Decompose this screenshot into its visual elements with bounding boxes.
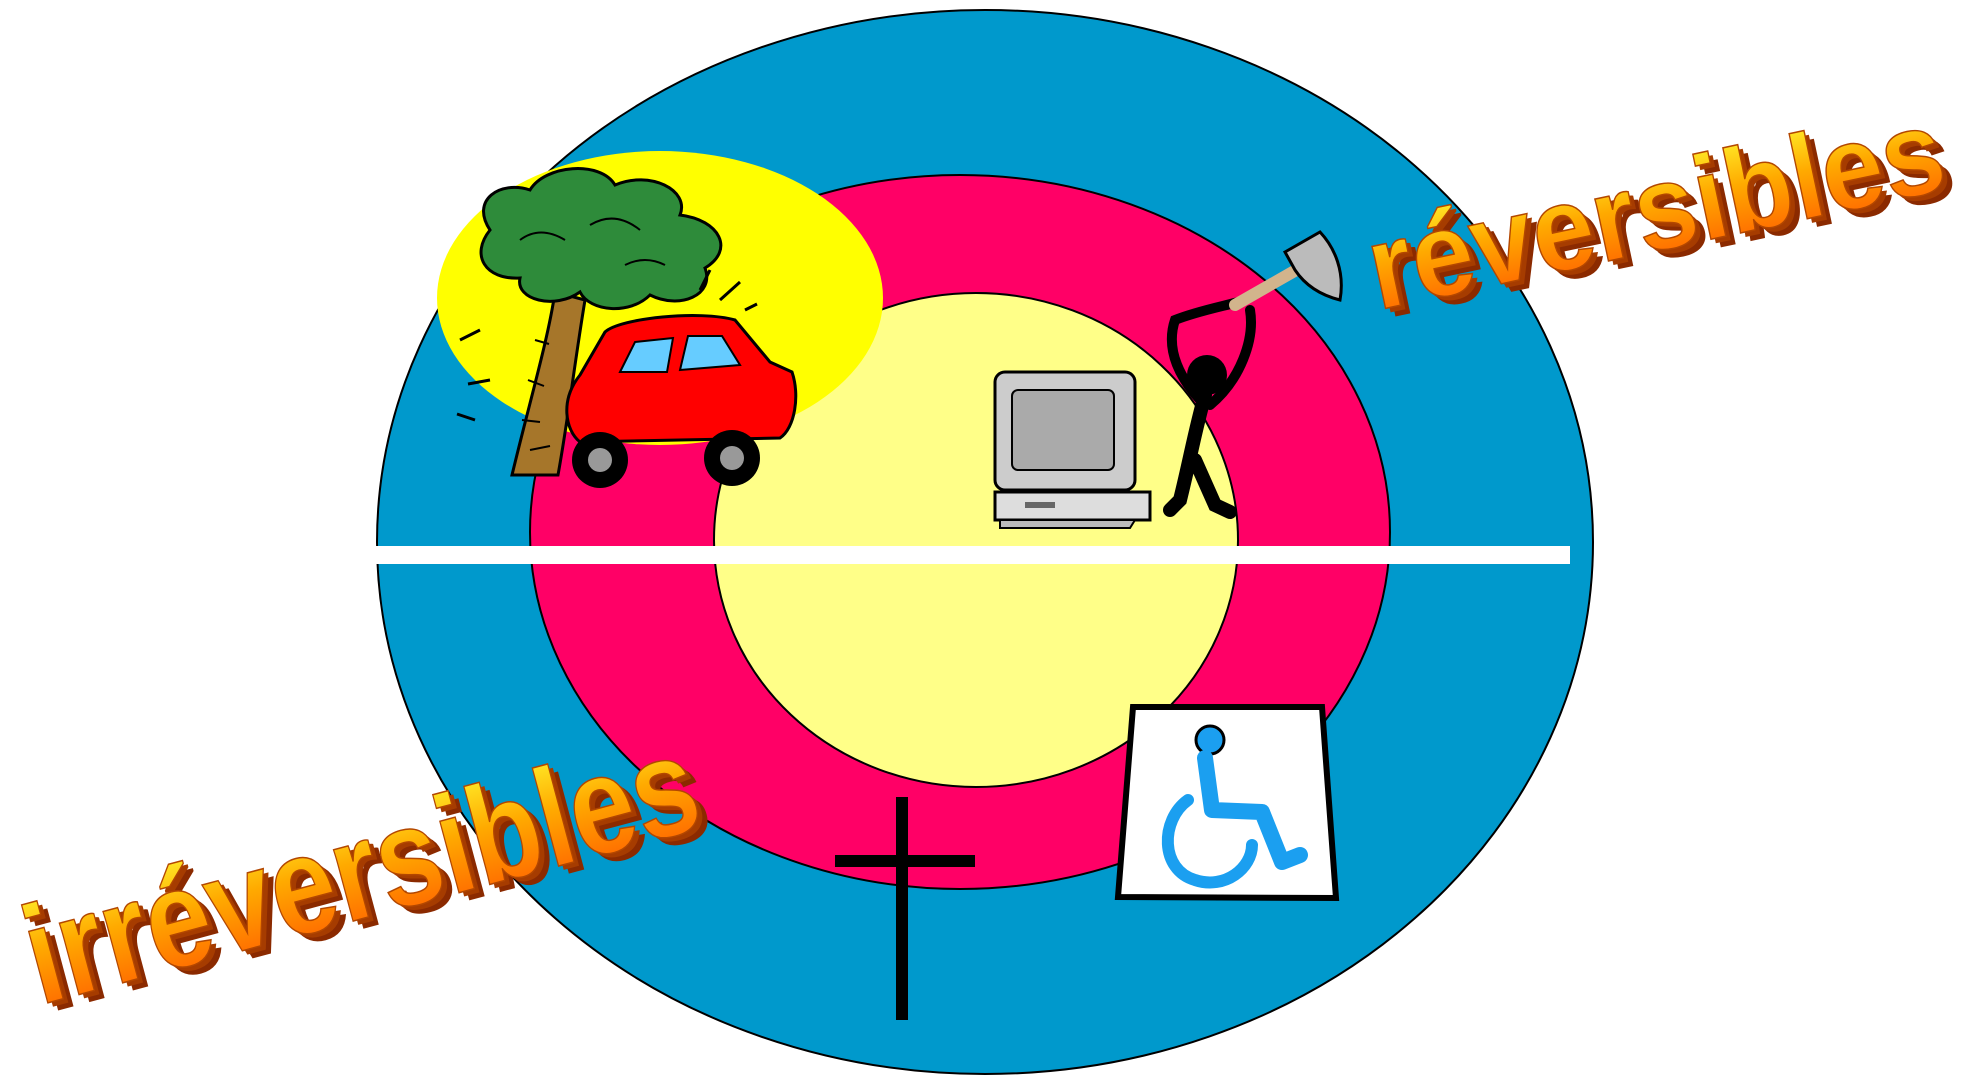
- divider-line: [350, 546, 1570, 564]
- label-reversible-text: réversibles: [1356, 83, 1956, 336]
- label-irreversible: irréversibles irréversibles irréversible…: [7, 702, 724, 1044]
- label-irreversible-text: irréversibles: [7, 704, 714, 1034]
- wheelchair-icon: [1118, 707, 1336, 898]
- label-reversible: réversibles réversibles réversibles: [1356, 81, 1966, 345]
